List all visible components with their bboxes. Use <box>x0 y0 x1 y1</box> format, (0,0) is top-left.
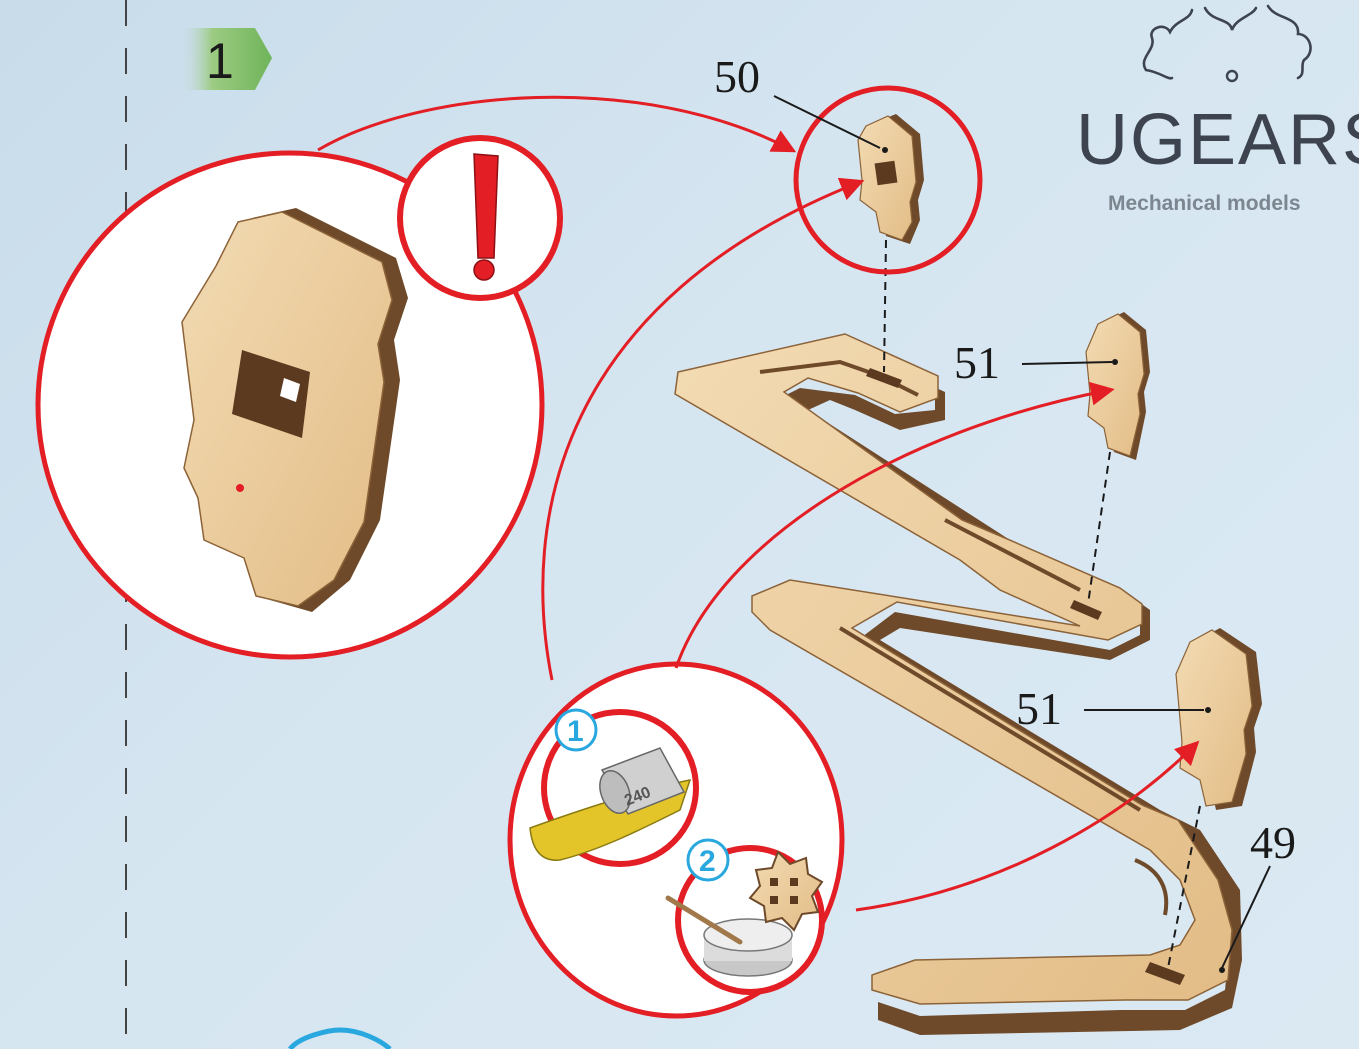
marking-dot <box>236 484 244 492</box>
part-number-51-middle: 51 <box>954 337 1000 388</box>
part-label-51-lower: 51 <box>1016 683 1204 734</box>
attention-icon <box>400 138 560 298</box>
tools-callout: 240 1 2 <box>510 664 842 1016</box>
gear-icon <box>1144 6 1311 78</box>
part-50 <box>858 114 924 244</box>
part-number-51-lower: 51 <box>1016 683 1062 734</box>
part-label-50: 50 <box>714 51 880 148</box>
step-badge: 1 <box>180 28 272 90</box>
sanding-tool: 240 1 <box>530 710 696 864</box>
arrow-detail-to-part-50 <box>318 97 792 150</box>
badge-1-number: 1 <box>567 715 584 748</box>
part-50-slot <box>875 161 898 186</box>
brand-tagline: Mechanical models <box>1108 192 1301 215</box>
part-51-middle <box>1086 312 1150 460</box>
part-51-lower <box>1176 628 1262 810</box>
gear-center-dot <box>1227 71 1237 81</box>
next-step-badge-edge <box>290 1030 390 1049</box>
brand-name: UGEARS <box>1076 100 1359 180</box>
badge-2-number: 2 <box>699 845 716 878</box>
badge-1: 1 <box>556 710 596 750</box>
step-number: 1 <box>206 33 234 89</box>
detail-callout <box>38 138 560 657</box>
part-number-49: 49 <box>1250 817 1296 868</box>
badge-2: 2 <box>688 840 728 880</box>
brand-logo: UGEARS Mechanical models <box>1076 6 1359 215</box>
part-number-50: 50 <box>714 51 760 102</box>
